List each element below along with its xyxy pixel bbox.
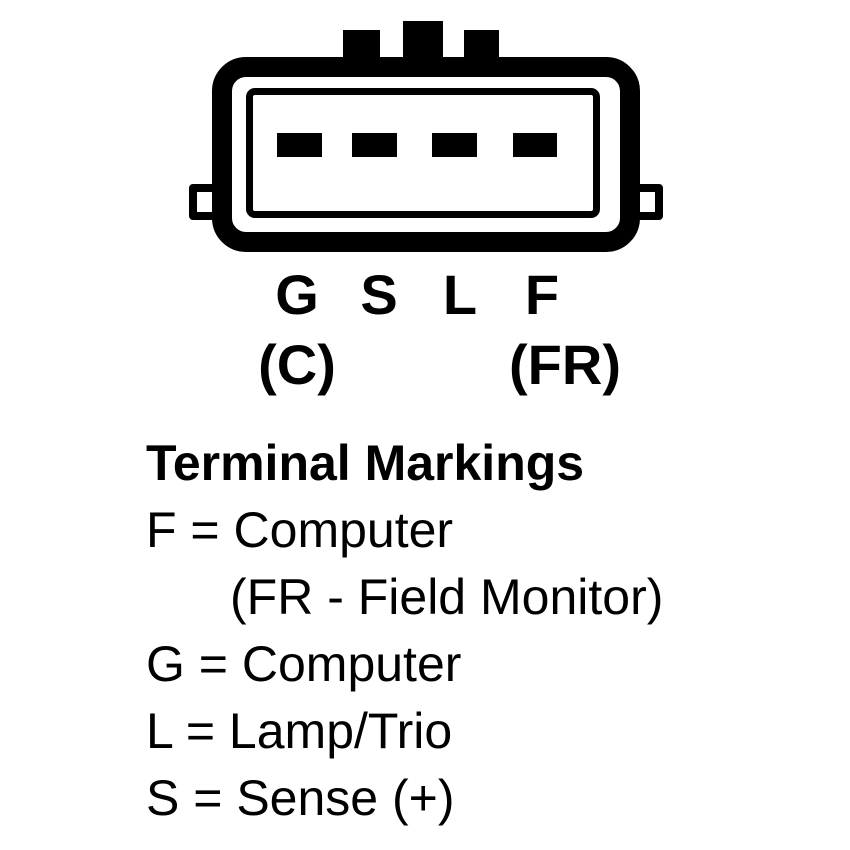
legend-line-s: S = Sense (+) [146,770,455,826]
pin-label-g: G [275,263,319,326]
pin-label-s: S [360,263,398,326]
legend-line-fr: (FR - Field Monitor) [230,569,664,625]
terminal-slot-g [277,133,322,157]
legend-title: Terminal Markings [146,435,585,491]
legend-line-l: L = Lamp/Trio [146,703,453,759]
terminal-legend: Terminal Markings F = Computer (FR - Fie… [146,430,663,832]
legend-line-f: F = Computer [146,502,454,558]
pin-label-f: F [524,263,560,326]
terminal-slot-f [513,133,557,157]
terminal-slot-s [352,133,397,157]
pin-label-l: L [442,263,478,326]
connector-diagram [0,0,850,420]
pin-sublabel-c: (C) [258,333,336,396]
terminal-slot-l [432,133,477,157]
pin-sublabel-fr: (FR) [509,333,621,396]
connector-socket-outline [246,88,600,218]
legend-line-g: G = Computer [146,636,462,692]
connector-housing-outline [212,57,640,252]
